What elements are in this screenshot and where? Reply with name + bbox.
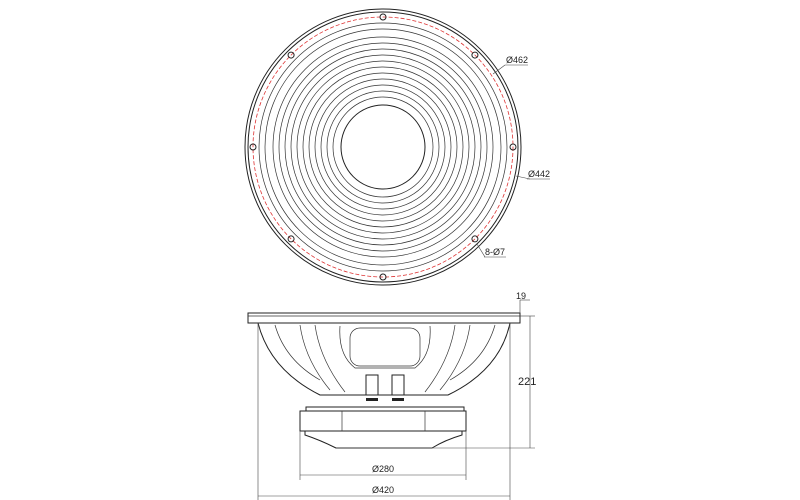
label-baffle-diameter: Ø420	[372, 485, 394, 495]
mounting-hole	[287, 51, 295, 59]
front-view: Ø462 Ø442 8-Ø7	[244, 8, 550, 286]
cone-ring	[302, 66, 464, 228]
back-plate	[304, 431, 463, 449]
cone-ring	[284, 48, 482, 246]
cone-ring	[320, 84, 446, 210]
label-depth: 221	[518, 376, 536, 388]
cone-ring	[290, 54, 476, 240]
cone-ring	[326, 90, 440, 204]
mounting-hole	[471, 235, 479, 243]
outer-rim	[244, 8, 522, 286]
label-outer-diameter: Ø462	[506, 55, 528, 65]
basket-window	[349, 327, 421, 367]
mounting-hole	[249, 143, 257, 151]
side-view: 19 221 Ø280 Ø420	[247, 291, 536, 500]
surround-rings	[258, 22, 508, 272]
mounting-hole	[287, 235, 295, 243]
magnet	[299, 410, 467, 432]
cone-ring	[264, 28, 502, 266]
label-holes: 8-Ø7	[485, 247, 505, 257]
label-bolt-circle: Ø442	[528, 169, 550, 179]
mounting-hole	[379, 273, 387, 281]
bolt-circle	[252, 16, 514, 278]
cone-ring	[278, 42, 488, 252]
terminal-left	[365, 374, 379, 396]
top-plate	[305, 406, 465, 412]
cone-ring	[258, 22, 508, 272]
cone-ring	[314, 78, 452, 216]
mounting-holes	[249, 13, 517, 281]
mounting-hole	[471, 51, 479, 59]
basket-outline	[257, 322, 511, 396]
mounting-hole	[509, 143, 517, 151]
flange	[247, 312, 521, 324]
dust-cap	[340, 104, 426, 190]
label-magnet-diameter: Ø280	[372, 464, 394, 474]
cone-ring	[272, 36, 494, 258]
leader-462	[492, 64, 506, 75]
outer-rim-inner	[247, 11, 519, 283]
cone-ring	[332, 96, 434, 198]
terminal-right	[391, 374, 405, 396]
cone-ring	[308, 72, 458, 222]
leader-holes	[476, 243, 486, 258]
cone-ring	[296, 60, 470, 234]
label-flange-thickness: 19	[516, 291, 526, 301]
mounting-hole	[379, 13, 387, 21]
leader-442	[515, 175, 531, 180]
basket-ribs	[274, 324, 496, 393]
